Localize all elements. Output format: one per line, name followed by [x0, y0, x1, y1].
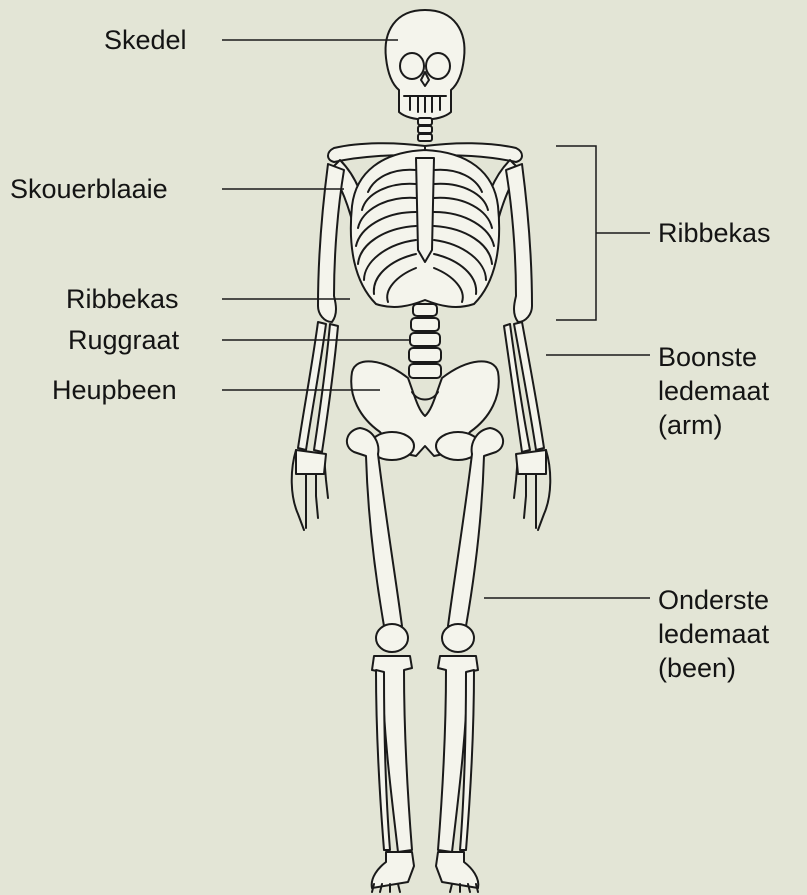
spine-bones [409, 304, 441, 378]
upper-limb-label: Boonste ledemaat (arm) [658, 340, 769, 442]
skull-bone [386, 10, 465, 120]
skull-label: Skedel [104, 23, 187, 57]
spine-label: Ruggraat [68, 323, 179, 357]
lower-limb-label: Onderste ledemaat (been) [658, 583, 769, 685]
neck-vertebrae [418, 118, 432, 141]
leg-bones [347, 428, 503, 892]
ribcage-bracket [556, 146, 596, 320]
shoulder-blade-label: Skouerblaaie [10, 172, 168, 206]
lower-limb-label-line-1: Onderste [658, 583, 769, 617]
upper-limb-label-line-3: (arm) [658, 408, 769, 442]
lower-limb-label-line-3: (been) [658, 651, 769, 685]
upper-limb-label-line-1: Boonste [658, 340, 769, 374]
upper-limb-label-line-2: ledemaat [658, 374, 769, 408]
ribcage-bones [351, 150, 499, 307]
ribcage-right-label: Ribbekas [658, 216, 771, 250]
hip-bone-label: Heupbeen [52, 373, 177, 407]
ribcage-left-label: Ribbekas [66, 282, 179, 316]
lower-limb-label-line-2: ledemaat [658, 617, 769, 651]
